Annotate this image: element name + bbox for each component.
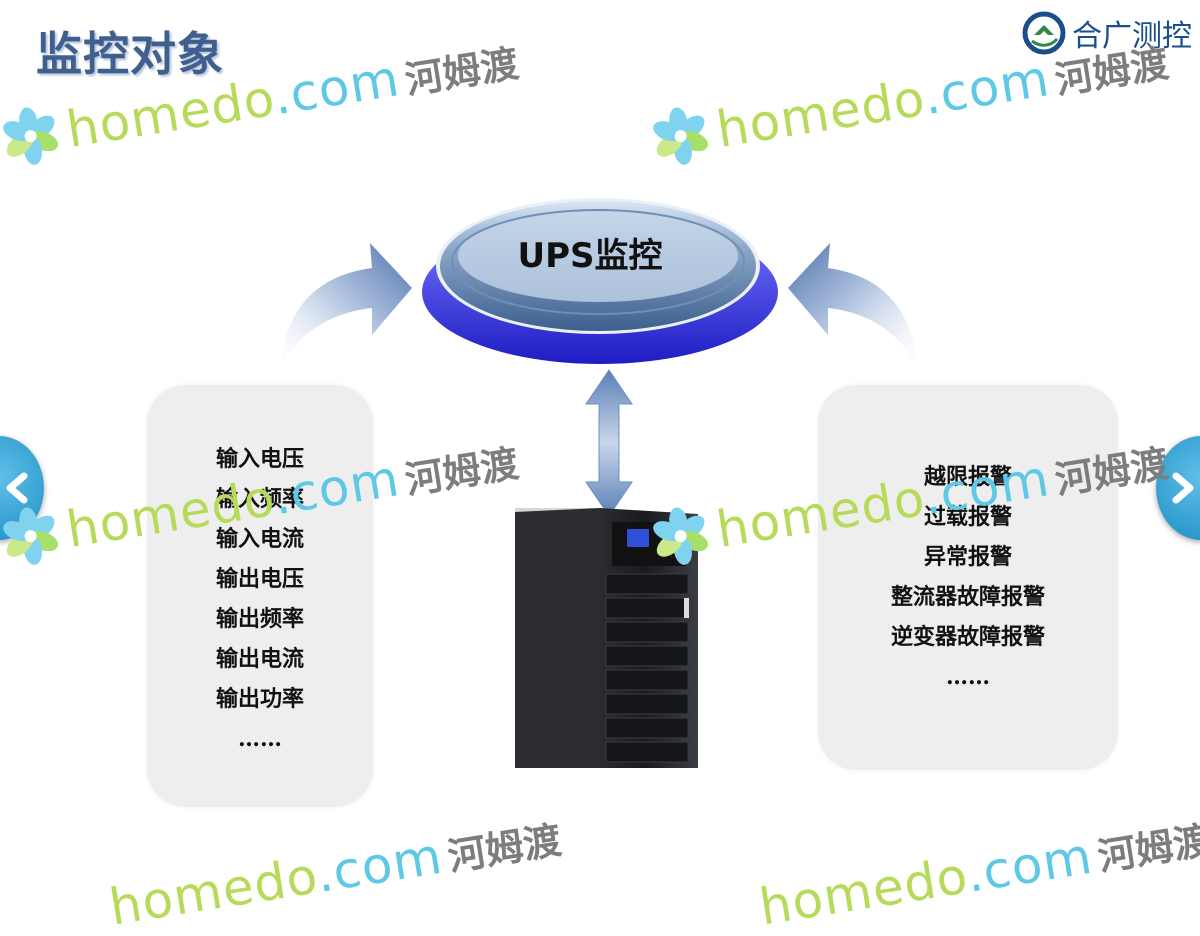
brand-name: 合广测控 (1072, 19, 1192, 54)
list-item: …… (946, 664, 990, 690)
double-arrow-vertical (585, 369, 633, 517)
list-item: 输出频率 (215, 606, 304, 632)
input-parameters-panel: 输入电压 输入频率 输入电流 输出电压 输出频率 输出电流 输出功率 …… (147, 385, 373, 807)
hub-label: UPS监控 (517, 236, 663, 276)
list-item: 输出电流 (215, 646, 304, 672)
list-item: 过载报警 (923, 504, 1012, 530)
chevron-left-icon (6, 472, 28, 504)
list-item: …… (238, 726, 282, 752)
list-item: 异常报警 (923, 544, 1012, 570)
alarm-panel: 越限报警 过载报警 异常报警 整流器故障报警 逆变器故障报警 …… (818, 385, 1118, 770)
list-item: 逆变器故障报警 (890, 624, 1045, 650)
diagram-canvas (280, 198, 918, 768)
ups-monitor-hub (422, 198, 778, 364)
input-parameters-list: 输入电压 输入频率 输入电流 输出电压 输出频率 输出电流 输出功率 …… (147, 439, 373, 759)
list-item: 输入电压 (215, 446, 304, 472)
chevron-right-icon (1172, 472, 1194, 504)
list-item: 越限报警 (923, 464, 1012, 490)
list-item: 输入电流 (215, 526, 304, 552)
page-title: 监控对象 (36, 27, 224, 81)
alarm-list: 越限报警 过载报警 异常报警 整流器故障报警 逆变器故障报警 …… (818, 457, 1118, 697)
list-item: 输出电压 (215, 566, 304, 592)
brand-logo-icon (1022, 11, 1066, 55)
brand-logo: 合广测控 (1022, 10, 1192, 56)
curved-arrow-right (788, 243, 918, 370)
curved-arrow-left (280, 243, 412, 370)
list-item: 整流器故障报警 (890, 584, 1045, 610)
list-item: 输出功率 (215, 686, 304, 712)
list-item: 输入频率 (215, 486, 304, 512)
ups-cabinet-icon (515, 508, 698, 768)
